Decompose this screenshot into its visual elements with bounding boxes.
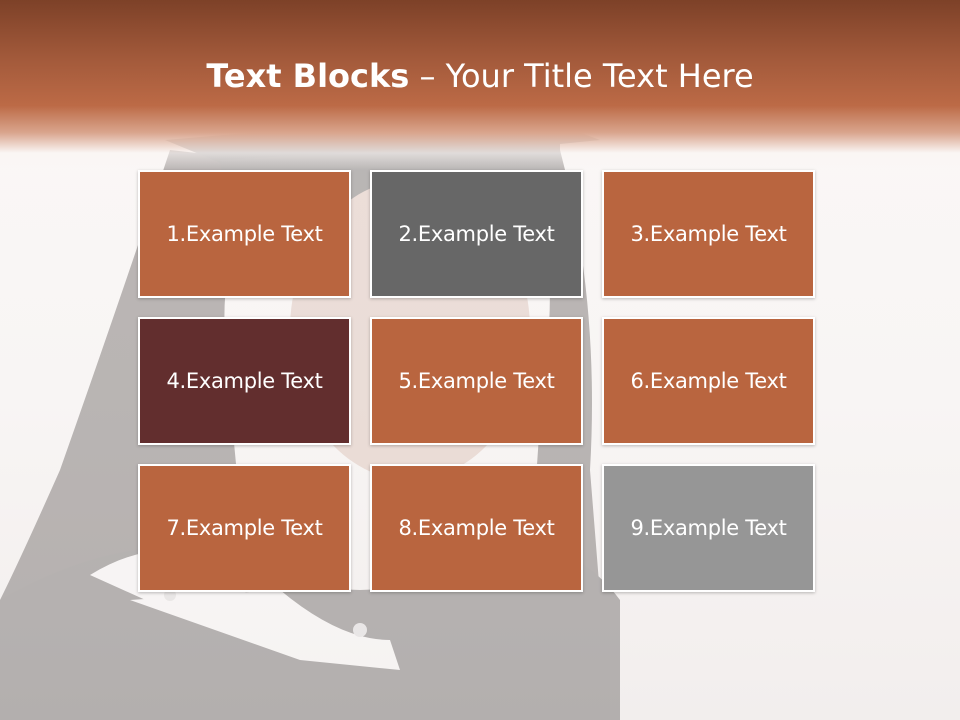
text-block-4[interactable]: 4.Example Text <box>138 317 351 445</box>
slide-title: Text Blocks – Your Title Text Here <box>0 52 960 100</box>
text-block-5[interactable]: 5.Example Text <box>370 317 583 445</box>
title-subtitle-text: Your Title Text Here <box>445 57 754 95</box>
text-block-7[interactable]: 7.Example Text <box>138 464 351 592</box>
text-block-grid: 1.Example Text 2.Example Text 3.Example … <box>138 170 816 594</box>
text-block-1[interactable]: 1.Example Text <box>138 170 351 298</box>
text-block-6[interactable]: 6.Example Text <box>602 317 815 445</box>
title-bold-text: Text Blocks <box>206 57 410 95</box>
title-separator: – <box>409 57 446 95</box>
text-block-2[interactable]: 2.Example Text <box>370 170 583 298</box>
text-block-8[interactable]: 8.Example Text <box>370 464 583 592</box>
text-block-3[interactable]: 3.Example Text <box>602 170 815 298</box>
text-block-9[interactable]: 9.Example Text <box>602 464 815 592</box>
title-band <box>0 0 960 170</box>
